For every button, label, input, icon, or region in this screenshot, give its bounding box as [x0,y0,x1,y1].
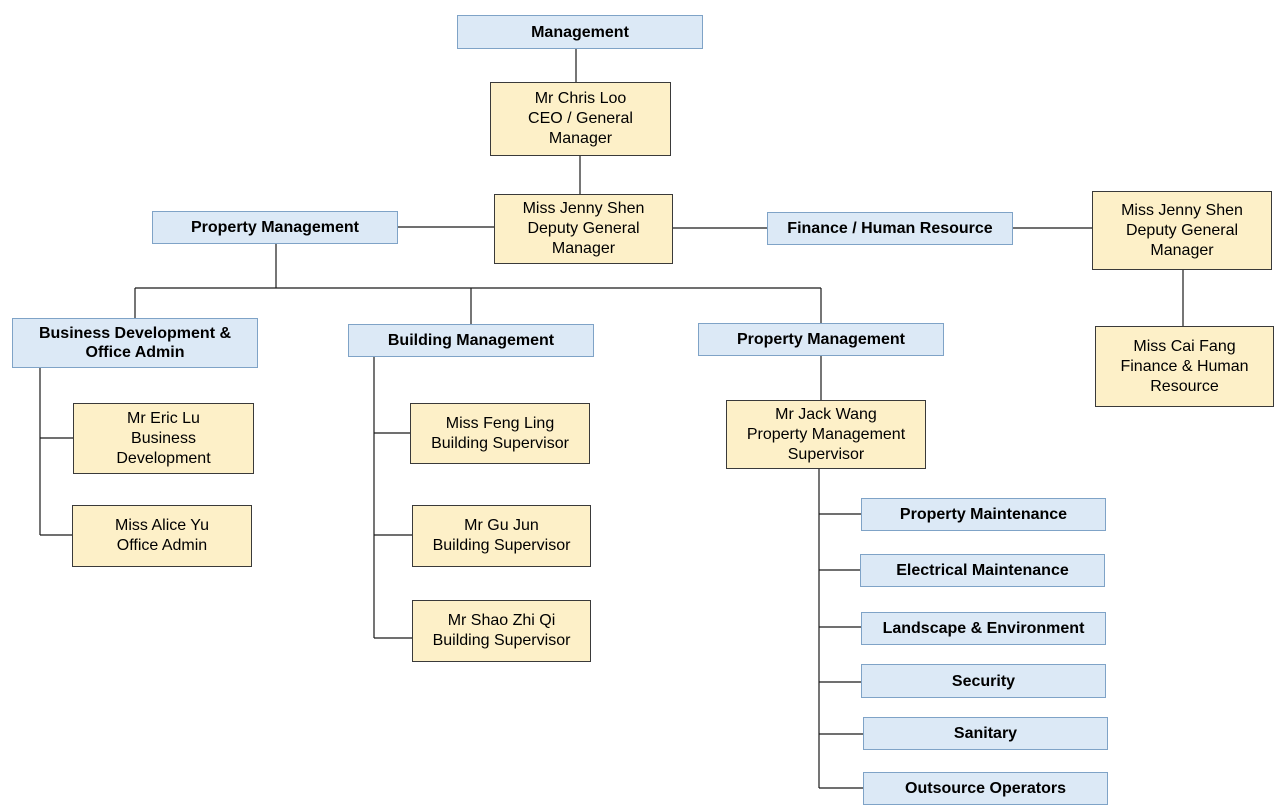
person-shao-zhi-qi-label: Mr Shao Zhi Qi Building Supervisor [432,612,571,649]
person-jenny-shen-right-label: Miss Jenny Shen Deputy General Manager [1121,201,1243,259]
dept-outsource-operators: Outsource Operators [863,772,1108,805]
dept-sanitary-label: Sanitary [953,725,1018,742]
dept-finance-hr: Finance / Human Resource [767,212,1013,245]
dept-security-label: Security [951,672,1016,690]
dept-electrical-maintenance-label: Electrical Maintenance [896,562,1069,579]
person-jenny-shen-right: Miss Jenny Shen Deputy General Manager [1092,191,1272,270]
person-gu-jun-label: Mr Gu Jun Building Supervisor [432,517,571,554]
person-chris-loo-label: Mr Chris Loo CEO / General Manager [528,90,633,147]
person-jack-wang-label: Mr Jack Wang Property Management Supervi… [746,405,906,463]
dept-electrical-maintenance: Electrical Maintenance [860,554,1105,587]
dept-landscape-environment-label: Landscape & Environment [882,620,1085,637]
dept-property-maintenance: Property Maintenance [861,498,1106,531]
dept-security: Security [861,664,1106,698]
dept-sanitary: Sanitary [863,717,1108,750]
dept-business-dev-admin-label: Business Development & Office Admin [38,325,232,361]
person-alice-yu-label: Miss Alice Yu Office Admin [115,517,209,554]
dept-landscape-environment: Landscape & Environment [861,612,1106,645]
person-feng-ling-label: Miss Feng Ling Building Supervisor [431,414,569,452]
dept-property-management-top-label: Property Management [190,219,360,236]
person-eric-lu: Mr Eric Lu Business Development [73,403,254,474]
person-cai-fang-label: Miss Cai Fang Finance & Human Resource [1120,337,1249,395]
dept-management: Management [457,15,703,49]
person-eric-lu-label: Mr Eric Lu Business Development [116,409,211,467]
person-feng-ling: Miss Feng Ling Building Supervisor [410,403,590,464]
dept-management-label: Management [531,23,629,41]
dept-property-management-top: Property Management [152,211,398,244]
dept-business-dev-admin: Business Development & Office Admin [12,318,258,368]
person-gu-jun: Mr Gu Jun Building Supervisor [412,505,591,567]
person-shao-zhi-qi: Mr Shao Zhi Qi Building Supervisor [412,600,591,662]
person-jack-wang: Mr Jack Wang Property Management Supervi… [726,400,926,469]
dept-outsource-operators-label: Outsource Operators [905,780,1066,797]
dept-property-management-sub: Property Management [698,323,944,356]
dept-finance-hr-label: Finance / Human Resource [787,220,993,237]
person-jenny-shen-center: Miss Jenny Shen Deputy General Manager [494,194,673,264]
dept-property-management-sub-label: Property Management [736,331,906,348]
person-alice-yu: Miss Alice Yu Office Admin [72,505,252,567]
dept-property-maintenance-label: Property Maintenance [899,506,1068,523]
person-chris-loo: Mr Chris Loo CEO / General Manager [490,82,671,156]
person-cai-fang: Miss Cai Fang Finance & Human Resource [1095,326,1274,407]
dept-building-management-label: Building Management [387,332,555,349]
dept-building-management: Building Management [348,324,594,357]
person-jenny-shen-center-label: Miss Jenny Shen Deputy General Manager [522,200,645,257]
